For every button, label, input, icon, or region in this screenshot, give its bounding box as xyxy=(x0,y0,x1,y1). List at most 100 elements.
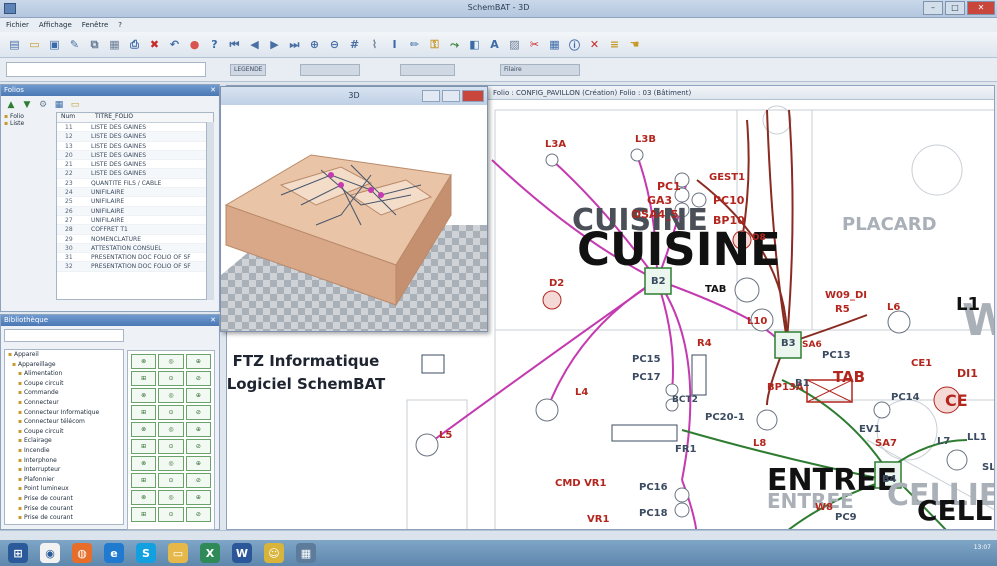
symbol-tile[interactable]: ⊗ xyxy=(131,354,157,369)
clock[interactable]: 13:07 xyxy=(973,544,991,551)
library-tree-item[interactable]: ▪ Coupe circuit xyxy=(8,379,123,389)
style-combo[interactable] xyxy=(300,64,360,76)
next-page-icon[interactable]: ▶ xyxy=(270,38,279,51)
undo-icon[interactable]: ↶ xyxy=(169,38,180,51)
symbol-tile[interactable]: ⊕ xyxy=(185,456,211,471)
save-icon[interactable]: ▣ xyxy=(49,38,60,51)
font-icon[interactable]: A xyxy=(490,38,499,51)
menu-view[interactable]: Affichage xyxy=(38,21,72,29)
library-tree-item[interactable]: ▪ Prise de courant xyxy=(8,513,123,523)
symbol-tile[interactable]: ◎ xyxy=(158,422,184,437)
component-search-input[interactable] xyxy=(6,62,206,77)
new-icon[interactable]: ▤ xyxy=(9,38,20,51)
folios-close-icon[interactable]: ✕ xyxy=(210,86,216,94)
symbol-tile[interactable]: ⊘ xyxy=(185,473,211,488)
help-icon[interactable]: ? xyxy=(211,38,218,51)
info-icon[interactable]: ⓘ xyxy=(569,38,580,52)
library-tree-item[interactable]: ▪ Connecteur télécom xyxy=(8,417,123,427)
column-header-title[interactable]: TITRE_FOLIO xyxy=(95,113,134,120)
symbol-tile[interactable]: ⊕ xyxy=(185,422,211,437)
delete-icon[interactable]: ✖ xyxy=(149,38,160,51)
tool-icon[interactable]: ✂ xyxy=(529,38,540,51)
pencil-icon[interactable]: ✏ xyxy=(409,38,420,51)
prev-page-icon[interactable]: ◀ xyxy=(250,38,259,51)
library-tree-item[interactable]: ▪ Connecteur xyxy=(8,398,123,408)
symbol-tile[interactable]: ⊕ xyxy=(185,354,211,369)
maximize-button[interactable]: □ xyxy=(945,1,965,15)
menu-help[interactable]: ? xyxy=(118,21,122,29)
symbol-tile[interactable]: ⊙ xyxy=(158,371,184,386)
explorer-icon[interactable]: ▭ xyxy=(168,543,188,563)
text-cursor-icon[interactable]: I xyxy=(392,38,397,51)
library-tree-item[interactable]: ▪ Commande xyxy=(8,388,123,398)
edit-icon[interactable]: ✎ xyxy=(69,38,80,51)
wire-icon[interactable]: ⌇ xyxy=(371,38,378,51)
last-page-icon[interactable]: ⏭ xyxy=(289,37,300,51)
symbol-tile[interactable]: ⊞ xyxy=(131,439,157,454)
lock-icon[interactable]: ⚿ xyxy=(430,37,439,51)
symbol-tile[interactable]: ◎ xyxy=(158,388,184,403)
column-header-num[interactable]: Num xyxy=(61,113,76,120)
route-icon[interactable]: ⤳ xyxy=(450,37,459,51)
paste-icon[interactable]: ▦ xyxy=(109,38,120,51)
line-style-combo[interactable]: Filaire xyxy=(500,64,580,76)
library-tree-item[interactable]: ▪ Prise de courant xyxy=(8,504,123,514)
folio-table-icon[interactable]: ▦ xyxy=(54,100,64,110)
symbol-tile[interactable]: ◎ xyxy=(158,456,184,471)
arrow-down-icon[interactable]: ▼ xyxy=(23,100,31,110)
symbol-tile[interactable]: ⊞ xyxy=(131,371,157,386)
zoom-out-icon[interactable]: ⊖ xyxy=(329,38,340,51)
library-tree-item[interactable]: ▪ Plafonnier xyxy=(8,475,123,485)
folio-tools-icon[interactable]: ⚙ xyxy=(38,100,48,110)
print-icon[interactable]: ⎙ xyxy=(130,37,139,51)
library-tree-item[interactable]: ▪ Interrupteur xyxy=(8,465,123,475)
library-tree-item[interactable]: ▪ Coupe circuit xyxy=(8,427,123,437)
legend-combo[interactable]: LEGENDE xyxy=(230,64,267,76)
symbol-tile[interactable]: ⊘ xyxy=(185,507,211,522)
symbol-tile[interactable]: ⊗ xyxy=(131,388,157,403)
image-icon[interactable]: ▨ xyxy=(509,38,520,51)
symbol-tile[interactable]: ⊕ xyxy=(185,490,211,505)
symbol-tile[interactable]: ⊗ xyxy=(131,490,157,505)
symbol-tile[interactable]: ⊗ xyxy=(131,456,157,471)
library-tree-item[interactable]: ▪ Interphone xyxy=(8,456,123,466)
firefox-icon[interactable]: ◍ xyxy=(72,543,92,563)
minimize-button[interactable]: – xyxy=(923,1,943,15)
internet-explorer-icon[interactable]: e xyxy=(104,543,124,563)
hand-icon[interactable]: ☚ xyxy=(629,38,640,51)
symbol-tile[interactable]: ◎ xyxy=(158,490,184,505)
library-tree-item[interactable]: ▪ Alimentation xyxy=(8,369,123,379)
symbol-tile[interactable]: ⊘ xyxy=(185,405,211,420)
schembat-icon[interactable]: ▦ xyxy=(296,543,316,563)
symbol-tile[interactable]: ⊙ xyxy=(158,439,184,454)
library-tree-item[interactable]: ▪ Prise de courant xyxy=(8,494,123,504)
library-search-input[interactable] xyxy=(4,329,124,342)
table-icon[interactable]: ▦ xyxy=(549,38,560,51)
library-tree-item[interactable]: ▪ Eclairage xyxy=(8,436,123,446)
zoom-in-icon[interactable]: ⊕ xyxy=(309,38,320,51)
smiley-icon[interactable]: ☺ xyxy=(264,543,284,563)
library-tree-item[interactable]: ▪ Incendie xyxy=(8,446,123,456)
symbol-tile[interactable]: ⊙ xyxy=(158,405,184,420)
symbol-tile[interactable]: ⊙ xyxy=(158,507,184,522)
layers-icon[interactable]: ≡ xyxy=(609,38,620,51)
library-tree-item[interactable]: ▪ Appareil xyxy=(8,350,123,360)
excel-icon[interactable]: X xyxy=(200,543,220,563)
symbol-tile[interactable]: ⊞ xyxy=(131,473,157,488)
library-tree-item[interactable]: ▪ Point lumineux xyxy=(8,484,123,494)
library-tree-item[interactable]: ▪ Connecteur Informatique xyxy=(8,408,123,418)
symbol-tile[interactable]: ⊞ xyxy=(131,507,157,522)
